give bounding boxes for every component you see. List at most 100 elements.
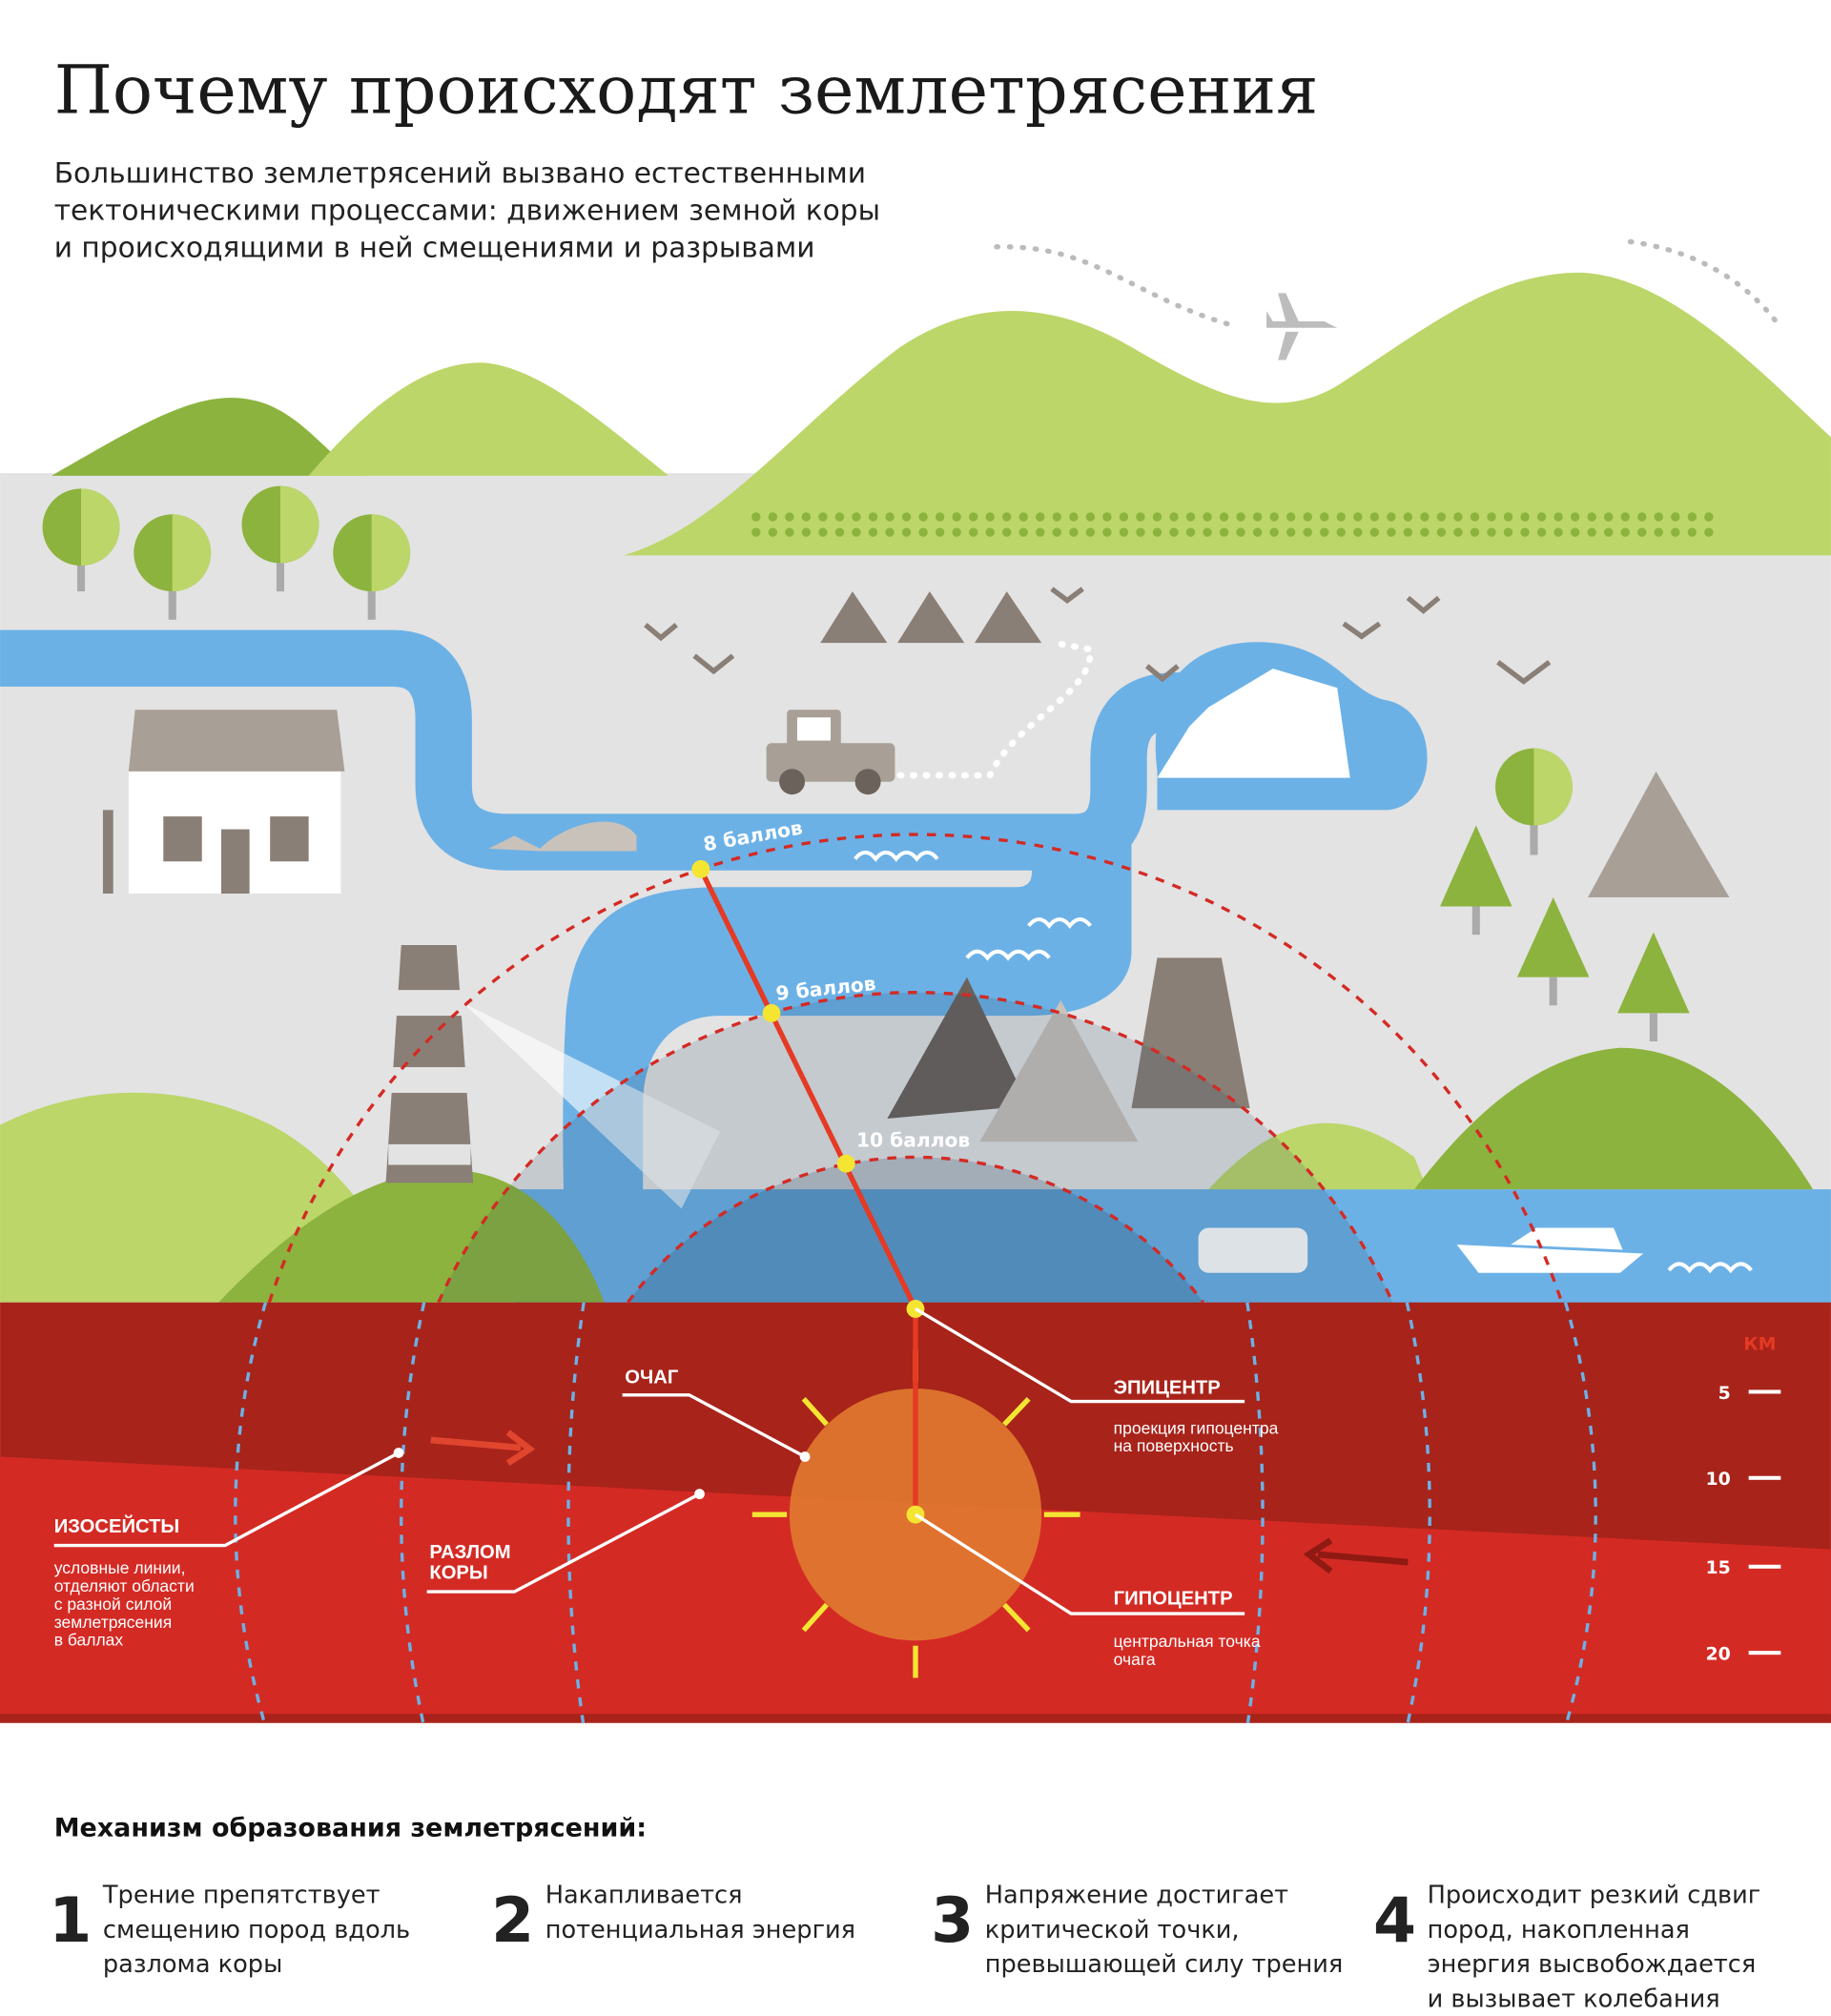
field-dot [1503,527,1513,537]
field-dot [834,512,845,522]
field-dot [868,527,878,537]
svg-text:20: 20 [1706,1644,1731,1665]
field-dot [885,512,895,522]
field-dot [1119,527,1129,537]
field-dot [1169,512,1179,522]
hypocenter-desc: очага [1114,1650,1156,1669]
field-dot [1503,512,1513,522]
field-dot [1036,527,1045,537]
field-dot [1536,527,1547,537]
field-dot [1369,512,1380,522]
field-dot [1336,527,1346,537]
crust-base [0,1714,1831,1723]
isoseismals-desc: отделяют области [54,1576,195,1595]
field-dot [1687,512,1697,522]
field-dot [1436,512,1447,522]
field-dot [852,527,861,537]
field-dot [901,527,912,537]
field-dot [1085,527,1096,537]
field-dot [1252,527,1263,537]
mechanism-heading: Механизм образования землетрясений: [54,1813,647,1842]
svg-text:Накапливается: Накапливается [545,1881,743,1909]
field-dot [1453,527,1463,537]
field-dot [818,527,828,537]
fault-label: РАЗЛОМ [429,1542,510,1563]
svg-text:потенциальная энергия: потенциальная энергия [545,1916,855,1944]
field-dot [801,512,812,522]
field-dot [1052,527,1062,537]
field-dot [1036,512,1045,522]
field-dot [1387,512,1396,522]
field-dot [1286,512,1296,522]
field-dot [1520,527,1530,537]
svg-text:пород, накопленная: пород, накопленная [1428,1916,1690,1944]
svg-text:разлома коры: разлома коры [103,1950,282,1979]
isoseismal-arcs [234,833,1597,1724]
svg-text:3: 3 [931,1885,974,1957]
field-dot [818,512,828,522]
field-dot [768,527,778,537]
svg-text:смещению пород вдоль: смещению пород вдоль [103,1916,410,1944]
field-dot [1203,512,1212,522]
field-dot [1570,512,1580,522]
field-dot [1303,527,1312,537]
field-dot [1069,512,1079,522]
field-dot [1620,527,1630,537]
field-dot [1002,512,1012,522]
field-dot [1587,527,1596,537]
field-dot [1536,512,1547,522]
airplane-icon [1266,293,1338,360]
hill-large [623,272,1831,556]
field-dots [751,512,1714,537]
mechanism-step-1: 1 Трение препятствует смещению пород вдо… [49,1881,410,1979]
field-dot [1587,512,1596,522]
field-dot [1403,527,1413,537]
field-dot [1102,512,1112,522]
field-dot [1436,527,1447,537]
svg-text:10: 10 [1706,1469,1731,1490]
field-dot [935,527,945,537]
field-dot [1320,527,1329,537]
field-dot [785,527,794,537]
field-dot [1387,527,1396,537]
svg-text:4: 4 [1373,1885,1416,1957]
svg-text:1: 1 [49,1885,92,1957]
hill [308,362,669,476]
field-dot [1052,512,1062,522]
field-dot [1152,512,1162,522]
field-dot [1487,527,1496,537]
mechanism-step-4: 4 Происходит резкий сдвиг пород, накопле… [1373,1881,1760,2013]
field-dot [1620,512,1630,522]
plate-arrow-left [1303,1537,1409,1574]
hypocenter-desc: центральная точка [1114,1632,1261,1651]
house [102,710,345,895]
impact-zone-inner [627,1157,1204,1303]
svg-text:5: 5 [1718,1383,1731,1404]
focus-label: ОЧАГ [625,1368,679,1389]
field-dot [1603,512,1614,522]
field-dot [1269,527,1279,537]
svg-text:Напряжение достигает: Напряжение достигает [985,1881,1288,1909]
field-dot [1520,512,1530,522]
epicenter-desc: на поверхность [1114,1436,1234,1455]
tents [820,591,1042,644]
isoseismals-label: ИЗОСЕЙСТЫ [54,1514,180,1537]
field-dot [968,527,978,537]
epicenter-desc: проекция гипоцентра [1114,1418,1279,1437]
field-dot [985,512,995,522]
isoseismals-desc: с разной силой [54,1594,173,1614]
field-dot [1671,512,1680,522]
svg-text:энергия высвобождается: энергия высвобождается [1428,1950,1757,1979]
epicenter-label: ЭПИЦЕНТР [1114,1377,1221,1398]
field-dot [1704,512,1714,522]
lighthouse [385,944,721,1209]
field-dot [1119,512,1129,522]
field-dot [1236,512,1245,522]
field-dot [1069,527,1079,537]
mechanism-steps: 1 Трение препятствует смещению пород вдо… [49,1881,1760,2013]
field-dot [1704,527,1714,537]
field-dot [1219,527,1229,537]
birds [644,586,1552,685]
field-dot [1286,527,1296,537]
svg-text:превышающей силу трения: превышающей силу трения [985,1950,1344,1979]
